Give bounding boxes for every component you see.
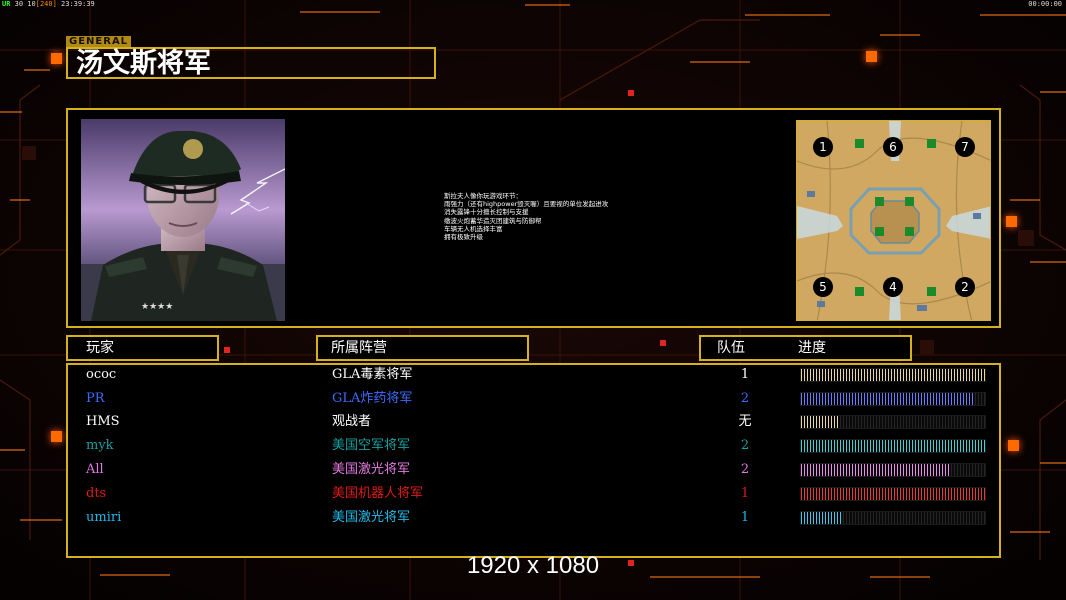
player-faction: 美国激光将军: [332, 461, 411, 477]
player-team: 2: [740, 390, 750, 406]
player-name: PR: [86, 390, 105, 406]
tip-line: 斯拉夫人像你玩游戏环节：: [444, 192, 522, 200]
general-tips-text: 斯拉夫人像你玩游戏环节： 雨强力（还有highpower毁灭喔）且要视的单位发起…: [444, 192, 608, 241]
general-tag: GENERAL: [66, 36, 132, 47]
system-clock: 23:39:39: [61, 0, 95, 8]
bg-glow-square: [51, 53, 62, 64]
player-name: HMS: [86, 414, 120, 429]
progress-bar: [800, 368, 986, 382]
player-name: myk: [86, 438, 114, 453]
map-slot-1: 1: [819, 140, 827, 154]
player-name: ococ: [86, 367, 117, 382]
player-row: dts 美国机器人将军 1: [68, 484, 999, 504]
general-portrait: ★★★★: [81, 119, 285, 321]
progress-bar-fill: [801, 487, 985, 500]
progress-bar-fill: [801, 463, 951, 476]
header-faction: 所属阵营: [316, 335, 529, 361]
bg-glow-square: [1008, 440, 1019, 451]
bg-glow-square: [51, 431, 62, 442]
player-faction: 美国空军将军: [332, 438, 411, 453]
player-row: PR GLA炸药将军 2: [68, 389, 999, 409]
tip-line: 雨强力（还有highpower毁灭喔）且要视的单位发起进攻: [444, 200, 609, 209]
map-preview: 1 6 7 5 4 2: [796, 120, 991, 321]
bg-red-dot: [628, 560, 634, 566]
player-team: 2: [740, 461, 750, 477]
header-progress: 进度: [798, 340, 826, 356]
fps-tag: UR: [2, 0, 11, 8]
tip-line: 缴波火炮蓄华造灭团建筑与防御帮: [444, 216, 542, 225]
bg-red-dot: [660, 340, 666, 346]
progress-bar-fill: [801, 369, 985, 381]
bg-red-dot: [628, 90, 634, 96]
player-faction: 观战者: [332, 414, 372, 429]
player-faction: GLA毒素将军: [332, 367, 413, 382]
progress-bar: [800, 415, 986, 429]
tip-line: 消失露锋十分擅长控制与支援: [444, 208, 529, 217]
map-slot-5: 5: [819, 280, 827, 294]
player-faction: GLA炸药将军: [332, 390, 413, 406]
svg-text:★★★★: ★★★★: [141, 302, 173, 312]
progress-bar: [800, 439, 986, 453]
player-row: myk 美国空军将军 2: [68, 436, 999, 456]
progress-bar: [800, 462, 986, 477]
progress-bar-fill: [801, 392, 974, 405]
progress-bar-fill: [801, 440, 985, 452]
progress-bar: [800, 486, 986, 501]
map-slot-4: 4: [889, 280, 897, 294]
fps-values: 30 10: [14, 0, 36, 8]
player-name: All: [86, 461, 104, 477]
player-row: HMS 观战者 无: [68, 412, 999, 432]
tip-line: 车辆无人机选择丰富: [444, 224, 503, 233]
progress-bar-fill: [801, 511, 842, 524]
map-slot-7: 7: [961, 140, 969, 154]
header-team-progress: 队伍 进度: [699, 335, 912, 361]
progress-bar: [800, 510, 986, 525]
player-name: umiri: [86, 509, 122, 525]
header-team: 队伍: [717, 340, 745, 356]
player-row: All 美国激光将军 2: [68, 460, 999, 480]
bg-dim-square: [1018, 230, 1034, 246]
header-player: 玩家: [66, 335, 219, 361]
general-name: 汤文斯将军: [76, 48, 211, 79]
tip-line: 拥有极致升级: [444, 233, 483, 242]
player-team: 1: [740, 485, 750, 501]
bg-red-dot: [224, 347, 230, 353]
bg-glow-square: [1006, 216, 1017, 227]
resolution-label: 1920 x 1080: [466, 552, 600, 579]
bg-glow-square: [866, 51, 877, 62]
bg-dim-square: [920, 340, 934, 354]
fps-counter: UR 30 10[240] 23:39:39: [2, 0, 95, 8]
player-team: 无: [738, 414, 752, 429]
player-faction: 美国激光将军: [332, 509, 411, 525]
player-row: ococ GLA毒素将军 1: [68, 365, 999, 385]
bg-dim-square: [22, 146, 36, 160]
player-team: 2: [740, 438, 750, 453]
general-info-panel: ★★★★ 斯拉夫人像你玩游戏环节： 雨强力（还有highpower毁灭喔）且要视…: [66, 108, 1001, 328]
player-team: 1: [740, 509, 750, 525]
progress-bar: [800, 391, 986, 406]
game-timer: 00:00:00: [1028, 0, 1062, 8]
progress-bar-fill: [801, 416, 840, 428]
player-name: dts: [86, 485, 107, 501]
fps-bracket-value: [240]: [35, 0, 57, 8]
player-team: 1: [740, 367, 750, 382]
map-slot-6: 6: [889, 140, 897, 154]
player-row: umiri 美国激光将军 1: [68, 508, 999, 528]
player-roster: ococ GLA毒素将军 1 PR GLA炸药将军 2 HMS 观战者 无 my…: [66, 363, 1001, 558]
general-title-box: 汤文斯将军: [66, 47, 436, 79]
player-faction: 美国机器人将军: [332, 485, 424, 501]
map-slot-2: 2: [961, 280, 969, 294]
